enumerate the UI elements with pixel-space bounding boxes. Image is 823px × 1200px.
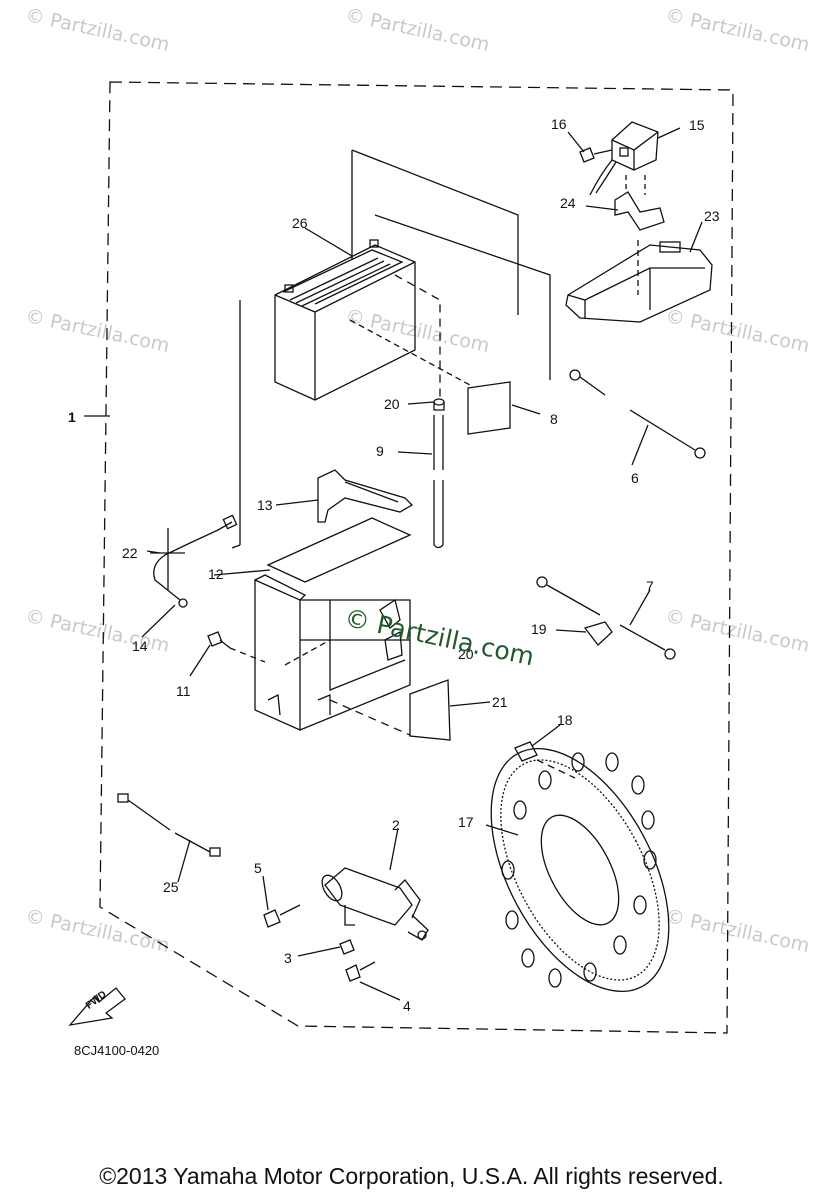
clamp-19 [583, 621, 613, 646]
lead-wire-6 [569, 369, 706, 459]
callout-11: 11 [176, 683, 191, 699]
callout-24: 24 [560, 195, 576, 211]
starter-gear [490, 747, 670, 993]
bolt-11 [207, 631, 231, 649]
bolt-18 [514, 741, 538, 762]
battery [274, 239, 416, 401]
nut-3 [339, 939, 355, 955]
callout-8: 8 [550, 411, 558, 427]
callout-2: 2 [392, 817, 400, 833]
callout-9: 9 [376, 443, 384, 459]
callout-16: 16 [551, 116, 567, 132]
callout-23: 23 [704, 208, 720, 224]
bolt-16 [579, 147, 613, 163]
callout-18: 18 [557, 712, 573, 728]
copyright-notice: ©2013 Yamaha Motor Corporation, U.S.A. A… [99, 1163, 724, 1189]
callout-14: 14 [132, 638, 148, 654]
callout-6: 6 [631, 470, 639, 486]
starter-motor [321, 867, 429, 941]
rubber-mat [266, 517, 412, 583]
negative-cable [153, 514, 238, 608]
callout-4: 4 [403, 998, 411, 1014]
pad [467, 381, 511, 435]
callout-17: 17 [458, 814, 474, 830]
callout-3: 3 [284, 950, 292, 966]
breather-pipe [433, 415, 444, 470]
callout-25: 25 [163, 879, 179, 895]
battery-band [317, 469, 414, 523]
callout-21: 21 [492, 694, 508, 710]
battery-box [254, 574, 411, 732]
callout-19: 19 [531, 621, 547, 637]
starter-relay [611, 121, 659, 171]
wire-harness-25 [117, 793, 221, 857]
bolt-5 [263, 904, 301, 928]
callout-1: 1 [68, 409, 76, 425]
fwd-arrow-icon [68, 987, 126, 1026]
callout-22: 22 [122, 545, 138, 561]
callout-7: 7 [646, 578, 654, 594]
bolt-4 [345, 961, 376, 982]
lead-wire-7 [536, 576, 676, 660]
callout-20: 20 [384, 396, 400, 412]
callout-13: 13 [257, 497, 273, 513]
diagram-code: 8CJ4100-0420 [74, 1043, 160, 1058]
callout-5: 5 [254, 860, 262, 876]
callout-15: 15 [689, 117, 705, 133]
relay-cover [565, 241, 713, 323]
cap [433, 398, 445, 406]
callout-26: 26 [292, 215, 308, 231]
relay-bracket [614, 191, 665, 231]
callout-12: 12 [208, 566, 224, 582]
relay-wire [589, 159, 613, 196]
assembly-border [99, 81, 734, 1034]
rubber-pad [409, 679, 451, 741]
callout-20: 20 [458, 646, 474, 662]
